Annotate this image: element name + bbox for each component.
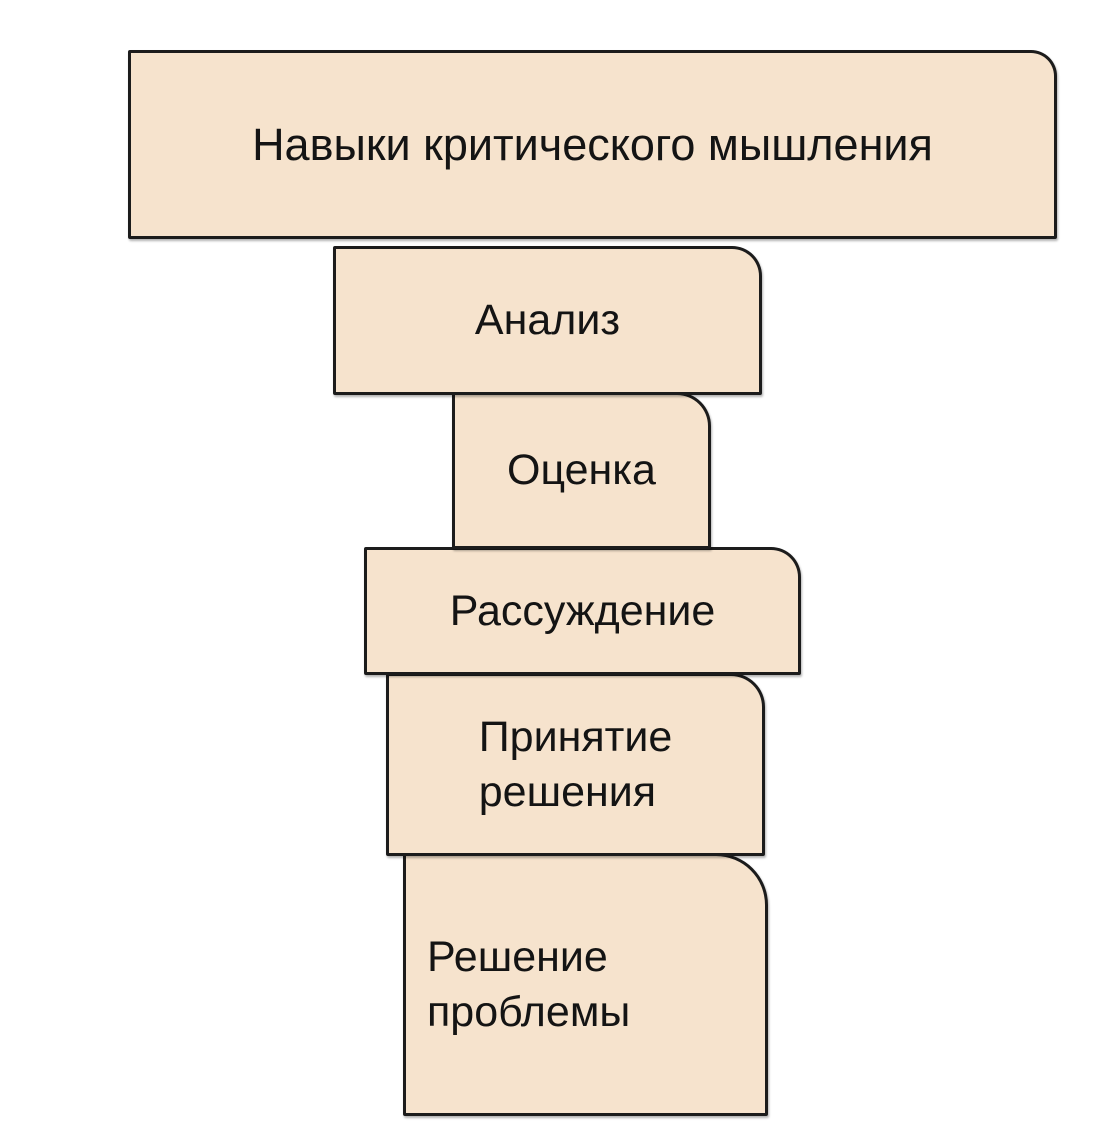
box-label-evaluation: Оценка [507, 446, 656, 494]
diagram-box-decision-making: Принятие решения [386, 673, 765, 856]
diagram-box-problem-solving: Решение проблемы [403, 853, 768, 1116]
box-label-analysis: Анализ [474, 296, 621, 344]
diagram-box-reasoning: Рассуждение [364, 547, 801, 675]
box-label-reasoning: Рассуждение [449, 586, 716, 635]
box-label-problem-solving: Решение проблемы [427, 932, 631, 1036]
diagram-box-evaluation: Оценка [452, 392, 711, 549]
box-label-decision-making: Принятие решения [478, 712, 673, 816]
diagram-box-analysis: Анализ [333, 246, 762, 395]
box-label-critical-thinking-skills: Навыки критического мышления [252, 118, 933, 170]
diagram-box-critical-thinking-skills: Навыки критического мышления [128, 50, 1057, 239]
